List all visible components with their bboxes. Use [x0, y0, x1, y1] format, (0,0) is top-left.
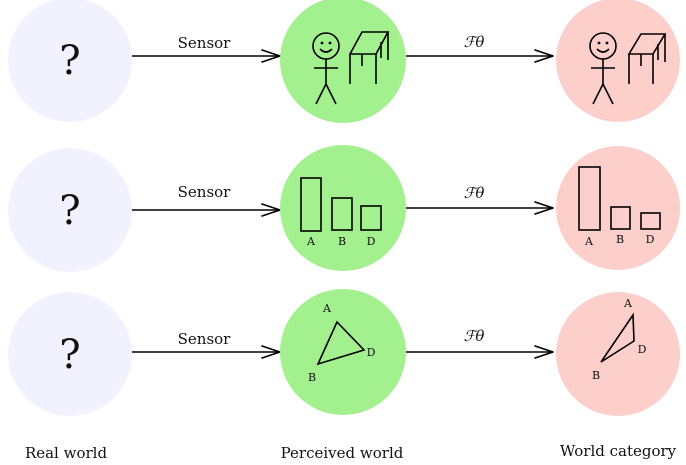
column-label-perceived-world: Perceived world: [281, 444, 404, 462]
vertex-label: D: [638, 343, 647, 356]
perceived-world-circle-2: [280, 145, 406, 271]
world-category-circle-2: [556, 146, 680, 270]
bar-label: B: [338, 235, 346, 248]
model-label-3: ℱθ: [464, 327, 485, 345]
perceived-world-circle-1: [280, 0, 406, 123]
world-category-circle-1: [556, 0, 680, 122]
sensor-label-3: Sensor: [178, 330, 232, 348]
world-category-circle-3: [556, 292, 680, 416]
bar-label: D: [646, 233, 655, 246]
row-1: ? Sensor ℱθ: [8, 0, 680, 123]
sensor-label-2: Sensor: [178, 183, 232, 201]
unknown-symbol-3: ?: [59, 332, 80, 378]
row-3: ? Sensor A B D ℱθ A B D: [8, 289, 680, 416]
bar-label: A: [306, 235, 316, 248]
bar-label: D: [367, 235, 376, 248]
vertex-label: B: [592, 369, 600, 382]
row-2: ? Sensor A B D ℱθ A B D: [8, 145, 680, 272]
model-label-1: ℱθ: [464, 33, 485, 51]
real-world-circle-3: [8, 292, 132, 416]
real-world-circle-2: [8, 148, 132, 272]
vertex-label: A: [322, 302, 332, 315]
column-label-world-category: World category: [560, 442, 677, 460]
bar-label: A: [584, 235, 594, 248]
bar-glyphs: A B D: [300, 177, 382, 248]
real-world-circle-1: [8, 0, 132, 122]
bar-glyphs: A B D: [578, 166, 661, 248]
model-label-2: ℱθ: [464, 184, 485, 202]
sensor-label-1: Sensor: [178, 34, 232, 52]
table-icon: [348, 31, 390, 84]
unknown-symbol-2: ?: [59, 188, 80, 234]
vertex-label: A: [623, 297, 633, 310]
triangle-glyph: A B D: [308, 302, 376, 384]
column-label-real-world: Real world: [25, 444, 108, 462]
unknown-symbol-1: ?: [59, 38, 80, 84]
smiley-face-icon: [312, 32, 340, 105]
bar-label: B: [616, 233, 624, 246]
perceived-world-circle-3: [280, 289, 406, 415]
smiley-face-icon: [589, 32, 617, 105]
table-icon: [627, 33, 667, 84]
vertex-label: B: [308, 371, 316, 384]
triangle-glyph: A B D: [592, 297, 647, 382]
vertex-label: D: [367, 346, 376, 359]
